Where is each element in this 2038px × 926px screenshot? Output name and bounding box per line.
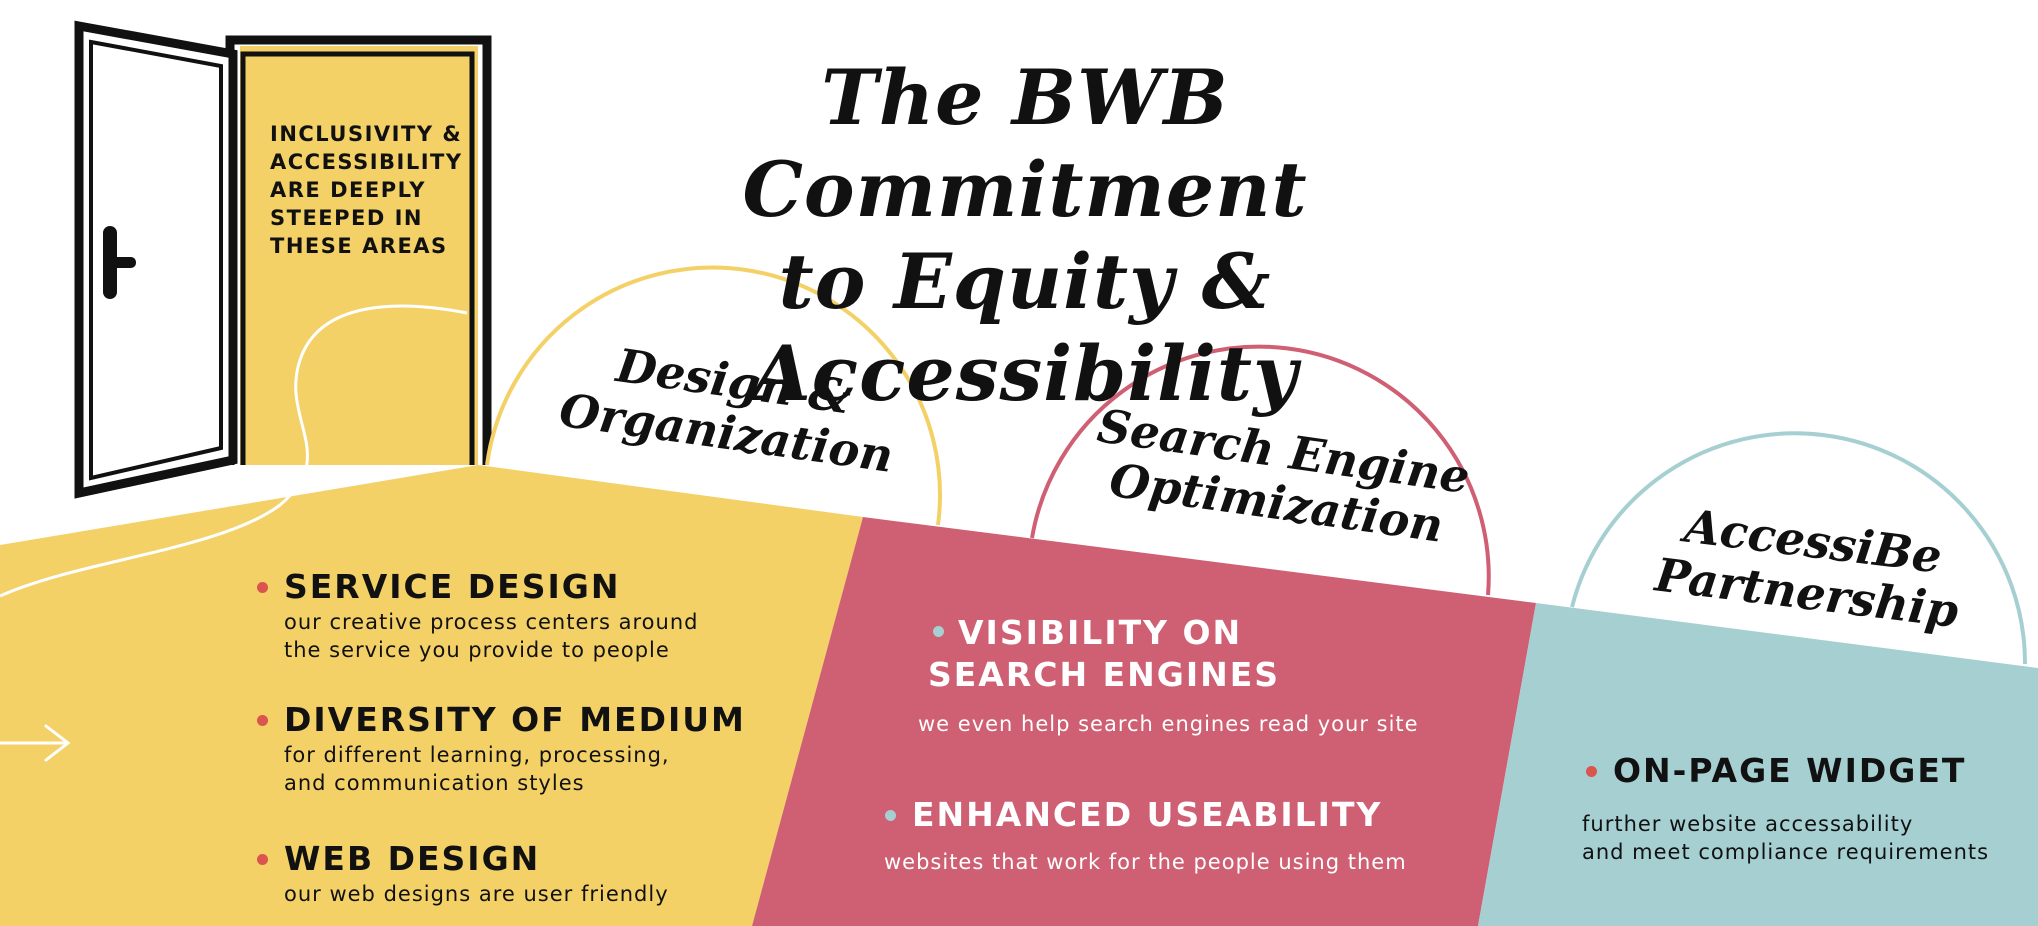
arc-accessibe [1570,431,2028,665]
item-heading: ON-PAGE WIDGET [1586,750,1989,792]
bullet-dot-icon [257,582,268,593]
door-note: INCLUSIVITY & ACCESSIBILITY ARE DEEPLY S… [270,122,463,258]
pink-band [752,517,1536,926]
door-handle-lever [103,257,136,268]
item-description-line: and communication styles [284,771,585,795]
item-heading-text: WEB DESIGN [284,839,541,878]
item-description: further website accessability and meet c… [1582,810,1989,866]
arc-seo [1030,344,1491,596]
item-description-line: and meet compliance requirements [1582,840,1990,864]
item-description-line: our creative process centers around [284,610,699,634]
item-heading: WEB DESIGN [257,838,669,880]
door-panel [89,39,223,481]
bullet-dot-icon [257,854,268,865]
item-visibility-on-search-engines: VISIBILITY ON SEARCH ENGINES we even hel… [918,612,1419,738]
item-description-line: further website accessability [1582,812,1914,836]
bullet-dot-icon [933,626,944,637]
item-heading: SERVICE DESIGN [257,566,698,608]
title-line-1: The BWB Commitment [742,53,1308,234]
item-heading-text: SEARCH ENGINES [928,655,1281,694]
yellow-band [0,465,863,926]
item-description: for different learning, processing, and … [284,741,746,797]
item-on-page-widget: ON-PAGE WIDGET further website accessabi… [1582,750,1989,866]
item-description-line: for different learning, processing, [284,743,670,767]
item-heading-text: ON-PAGE WIDGET [1613,751,1967,790]
item-heading-text: DIVERSITY OF MEDIUM [284,700,746,739]
arrow-right-icon [0,724,71,762]
arc-design [485,265,942,526]
item-heading-text: ENHANCED USEABILITY [912,795,1383,834]
item-heading-text: VISIBILITY ON [958,613,1243,652]
door-frame-inner [240,51,475,465]
teal-band [1478,603,2038,926]
item-description-line: our web designs are user friendly [284,882,669,906]
bullet-dot-icon [1586,766,1597,777]
title-line-2: to Equity & Accessibility [751,237,1299,418]
item-description: we even help search engines read your si… [918,710,1419,738]
page-title: The BWB Commitment to Equity & Accessibi… [560,52,1490,420]
bullet-dot-icon [257,715,268,726]
item-service-design: SERVICE DESIGN our creative process cent… [257,566,698,664]
bullet-dot-icon [885,810,896,821]
item-description: websites that work for the people using … [884,848,1407,876]
item-description-line: the service you provide to people [284,638,670,662]
item-heading-text: SERVICE DESIGN [284,567,621,606]
item-enhanced-useability: ENHANCED USEABILITY websites that work f… [884,794,1407,876]
item-diversity-of-medium: DIVERSITY OF MEDIUM for different learni… [257,699,746,797]
item-description-line: we even help search engines read your si… [918,712,1419,736]
item-heading: DIVERSITY OF MEDIUM [257,699,746,741]
item-description-line: websites that work for the people using … [884,850,1407,874]
item-description: our creative process centers around the … [284,608,698,664]
item-heading: VISIBILITY ON SEARCH ENGINES [928,612,1419,696]
door-leaf [74,20,238,499]
item-description: our web designs are user friendly [284,880,669,908]
path-line [0,304,468,598]
item-web-design: WEB DESIGN our web designs are user frie… [257,838,669,908]
item-heading: ENHANCED USEABILITY [885,794,1407,836]
